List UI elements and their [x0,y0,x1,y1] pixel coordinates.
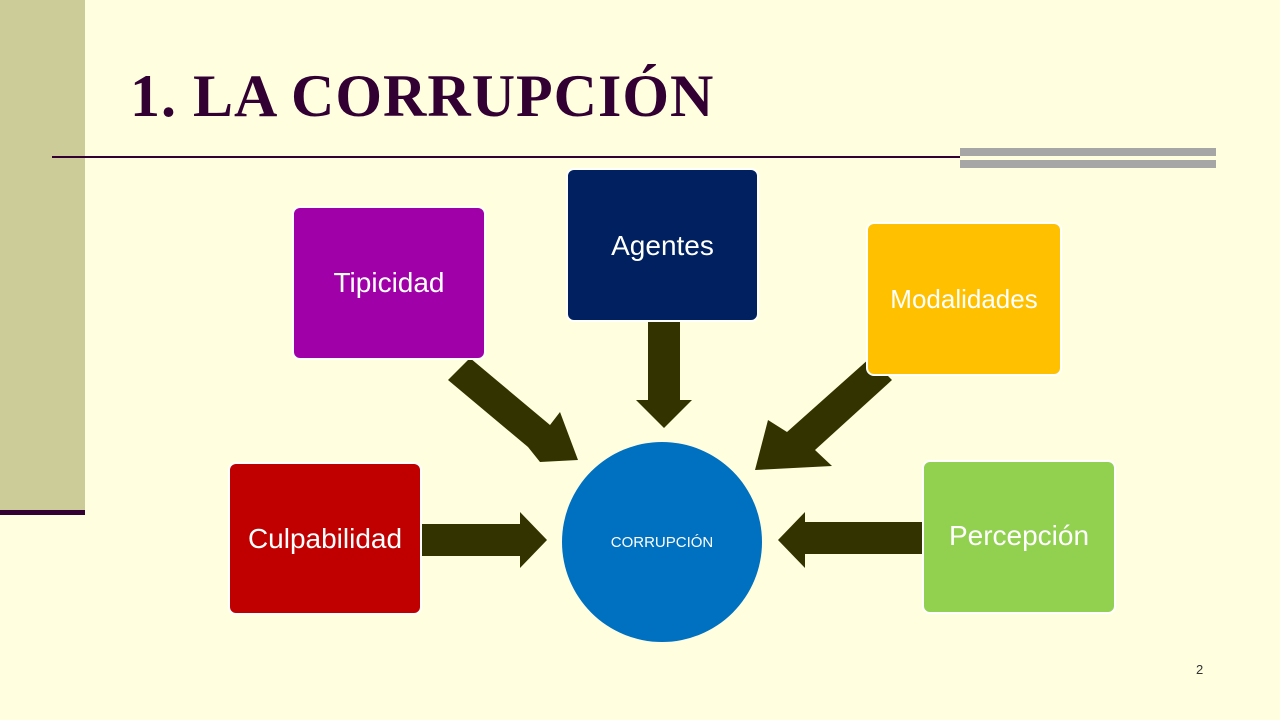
node-label: Culpabilidad [247,522,403,554]
node-label: Modalidades [890,283,1038,314]
node-modalidades: Modalidades [866,222,1062,376]
slide-title: 1. LA CORRUPCIÓN [130,63,715,129]
center-node-corrupcion: CORRUPCIÓN [562,442,762,642]
node-culpabilidad: Culpabilidad [228,462,422,615]
title-underline [52,156,1216,158]
arrow-percepcion [778,512,922,568]
center-node-label: CORRUPCIÓN [610,533,714,551]
side-accent-line [0,510,85,515]
arrow-modalidades [755,358,892,470]
side-accent-bar [0,0,85,512]
node-agentes: Agentes [566,168,759,322]
node-percepcion: Percepción [922,460,1116,614]
node-tipicidad: Tipicidad [292,206,486,360]
arrow-culpabilidad [422,512,547,568]
arrow-agentes [636,322,692,428]
node-label: Tipicidad [333,267,445,298]
page-number: 2 [1196,662,1204,677]
arrow-tipicidad [448,358,578,462]
title-underline-accent-gap [960,156,1216,160]
node-label: Percepción [948,520,1090,551]
node-label: Agentes [611,230,714,261]
